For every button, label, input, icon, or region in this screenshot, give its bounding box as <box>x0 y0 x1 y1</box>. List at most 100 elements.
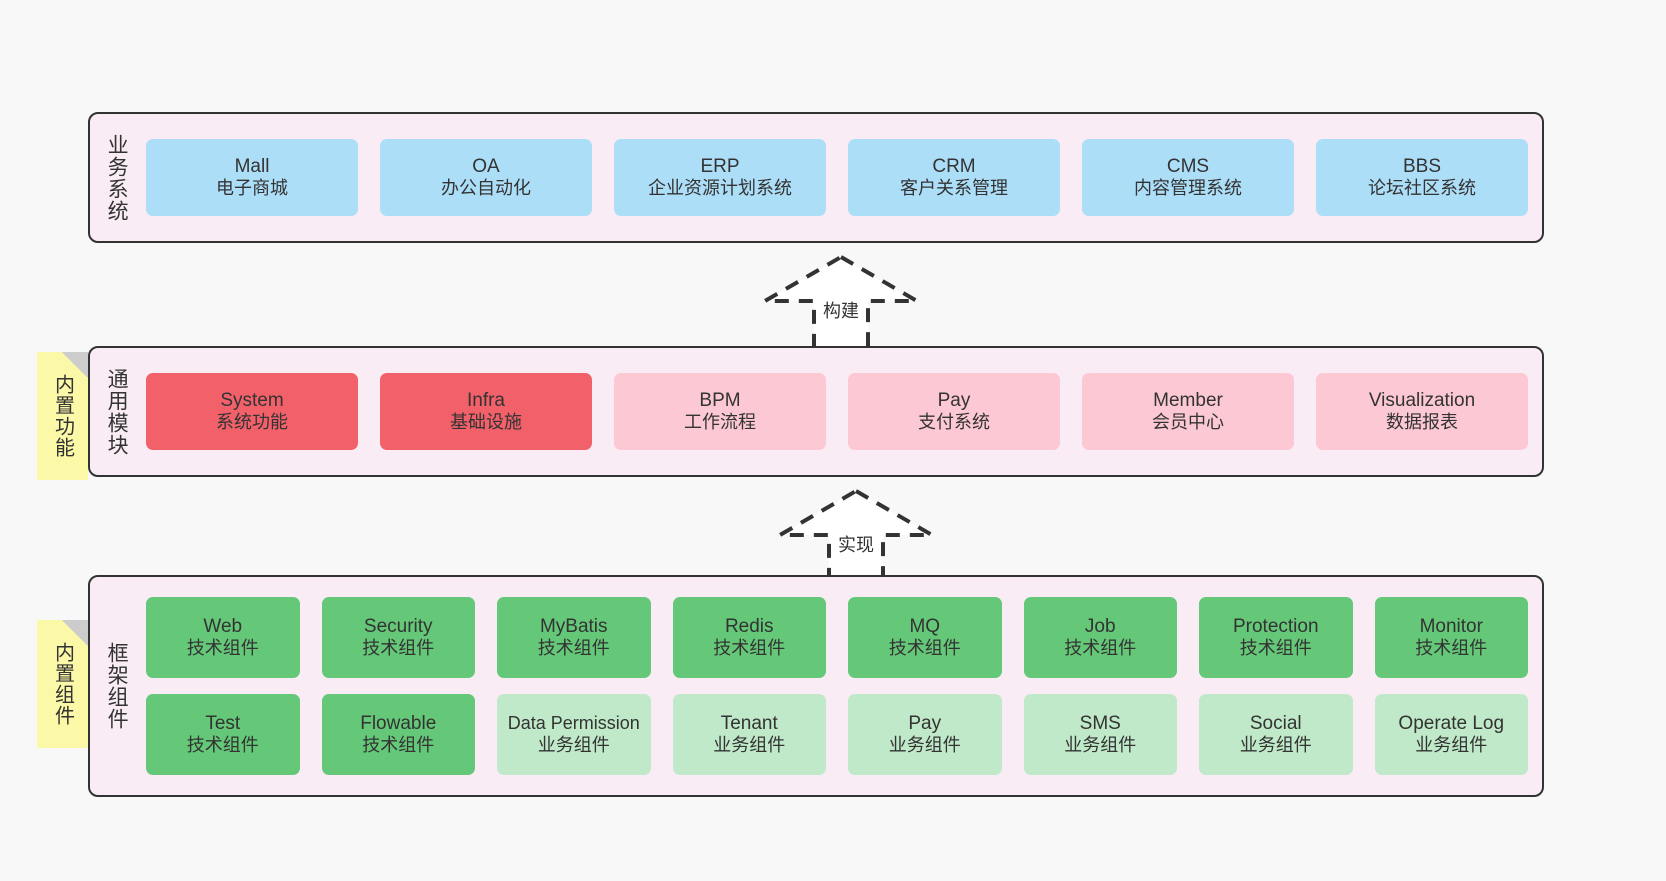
box-title: Pay <box>908 712 942 734</box>
component-box-job[interactable]: Job 技术组件 <box>1023 597 1177 678</box>
box-subtitle: 支付系统 <box>918 412 990 433</box>
box-subtitle: 技术组件 <box>362 638 435 659</box>
component-box-redis[interactable]: Redis 技术组件 <box>672 597 826 678</box>
box-subtitle: 系统功能 <box>216 412 288 433</box>
box-title: Infra <box>466 389 506 411</box>
module-box-system[interactable]: System 系统功能 <box>146 373 358 450</box>
box-subtitle: 内容管理系统 <box>1134 178 1242 199</box>
box-title: MyBatis <box>539 615 608 637</box>
box-subtitle: 技术组件 <box>1064 638 1137 659</box>
common-modules-row: System 系统功能 Infra 基础设施 BPM 工作流程 Pay 支付系统… <box>146 373 1528 450</box>
box-subtitle: 业务组件 <box>1239 735 1312 756</box>
module-box-infra[interactable]: Infra 基础设施 <box>380 373 592 450</box>
box-subtitle: 业务组件 <box>1064 735 1137 756</box>
box-title: CRM <box>932 155 976 177</box>
box-title: Test <box>205 712 241 734</box>
module-box-pay[interactable]: Pay 支付系统 <box>848 373 1060 450</box>
box-subtitle: 企业资源计划系统 <box>648 178 792 199</box>
box-title: Mall <box>234 155 270 177</box>
box-title: Pay <box>937 389 971 411</box>
box-subtitle: 技术组件 <box>1239 638 1312 659</box>
box-title: Member <box>1153 389 1223 411</box>
component-box-monitor[interactable]: Monitor 技术组件 <box>1374 597 1528 678</box>
dashed-generalization-arrow-icon <box>772 488 940 585</box>
component-box-protection[interactable]: Protection 技术组件 <box>1199 597 1353 678</box>
box-subtitle: 基础设施 <box>450 412 522 433</box>
box-subtitle: 业务组件 <box>1415 735 1488 756</box>
module-box-visualization[interactable]: Visualization 数据报表 <box>1316 373 1528 450</box>
box-subtitle: 业务组件 <box>888 735 961 756</box>
box-title: BPM <box>699 389 741 411</box>
box-title: CMS <box>1166 155 1210 177</box>
box-title: Job <box>1084 615 1116 637</box>
component-box-data-permission[interactable]: Data Permission 业务组件 <box>497 694 651 775</box>
component-box-flowable[interactable]: Flowable 技术组件 <box>321 694 475 775</box>
box-subtitle: 工作流程 <box>684 412 756 433</box>
box-title: MQ <box>909 615 941 637</box>
box-subtitle: 会员中心 <box>1152 412 1224 433</box>
sticky-note-builtin-component: 内置组件 <box>37 620 88 748</box>
box-subtitle: 技术组件 <box>1415 638 1488 659</box>
box-subtitle: 业务组件 <box>713 735 786 756</box>
box-title: Operate Log <box>1398 712 1505 734</box>
module-box-bpm[interactable]: BPM 工作流程 <box>614 373 826 450</box>
component-box-operate-log[interactable]: Operate Log 业务组件 <box>1374 694 1528 775</box>
module-box-member[interactable]: Member 会员中心 <box>1082 373 1294 450</box>
component-box-mq[interactable]: MQ 技术组件 <box>848 597 1002 678</box>
box-title: ERP <box>700 155 740 177</box>
box-title: Tenant <box>720 712 778 734</box>
box-subtitle: 数据报表 <box>1386 412 1458 433</box>
layer-body-business: Mall 电子商城 OA 办公自动化 ERP 企业资源计划系统 CRM 客户关系… <box>142 114 1542 241</box>
component-box-test[interactable]: Test 技术组件 <box>146 694 300 775</box>
component-box-security[interactable]: Security 技术组件 <box>321 597 475 678</box>
box-title: Security <box>363 615 433 637</box>
layer-body-common: System 系统功能 Infra 基础设施 BPM 工作流程 Pay 支付系统… <box>142 348 1542 475</box>
business-box-oa[interactable]: OA 办公自动化 <box>380 139 592 216</box>
box-subtitle: 业务组件 <box>537 734 610 755</box>
box-subtitle: 技术组件 <box>362 735 435 756</box>
box-title: Flowable <box>360 712 437 734</box>
box-subtitle: 技术组件 <box>537 638 610 659</box>
box-title: System <box>220 389 284 411</box>
box-subtitle: 技术组件 <box>713 638 786 659</box>
business-box-mall[interactable]: Mall 电子商城 <box>146 139 358 216</box>
box-title: SMS <box>1079 712 1121 734</box>
dashed-generalization-arrow-icon <box>757 254 925 351</box>
component-box-tenant[interactable]: Tenant 业务组件 <box>672 694 826 775</box>
box-subtitle: 技术组件 <box>888 638 961 659</box>
box-subtitle: 论坛社区系统 <box>1368 178 1476 199</box>
box-subtitle: 客户关系管理 <box>900 178 1008 199</box>
business-box-crm[interactable]: CRM 客户关系管理 <box>848 139 1060 216</box>
box-title: OA <box>472 155 500 177</box>
layer-framework-components: 框架组件 Web 技术组件 Security 技术组件 MyBatis 技术组件… <box>88 575 1544 797</box>
box-subtitle: 办公自动化 <box>441 178 531 199</box>
box-title: Social <box>1249 712 1302 734</box>
component-box-social[interactable]: Social 业务组件 <box>1199 694 1353 775</box>
layer-title-framework: 框架组件 <box>105 642 129 730</box>
component-box-pay[interactable]: Pay 业务组件 <box>848 694 1002 775</box>
business-box-cms[interactable]: CMS 内容管理系统 <box>1082 139 1294 216</box>
business-systems-row: Mall 电子商城 OA 办公自动化 ERP 企业资源计划系统 CRM 客户关系… <box>146 139 1528 216</box>
business-box-bbs[interactable]: BBS 论坛社区系统 <box>1316 139 1528 216</box>
business-box-erp[interactable]: ERP 企业资源计划系统 <box>614 139 826 216</box>
framework-components-row-1: Web 技术组件 Security 技术组件 MyBatis 技术组件 Redi… <box>146 597 1528 678</box>
box-title: Visualization <box>1368 389 1476 411</box>
box-subtitle: 技术组件 <box>186 735 259 756</box>
component-box-sms[interactable]: SMS 业务组件 <box>1023 694 1177 775</box>
box-title: Monitor <box>1419 615 1483 637</box>
component-box-web[interactable]: Web 技术组件 <box>146 597 300 678</box>
layer-body-framework: Web 技术组件 Security 技术组件 MyBatis 技术组件 Redi… <box>142 577 1542 795</box>
box-title: Redis <box>724 615 774 637</box>
box-subtitle: 电子商城 <box>216 178 288 199</box>
arrow-implement: 实现 <box>771 487 941 587</box>
arrow-build: 构建 <box>756 253 926 353</box>
layer-common-modules: 通用模块 System 系统功能 Infra 基础设施 BPM 工作流程 Pay… <box>88 346 1544 477</box>
layer-title-business: 业务系统 <box>105 133 129 222</box>
box-title: BBS <box>1402 155 1442 177</box>
framework-components-row-2: Test 技术组件 Flowable 技术组件 Data Permission … <box>146 694 1528 775</box>
layer-title-common: 通用模块 <box>105 367 129 456</box>
box-title: Web <box>203 615 243 637</box>
layer-business-systems: 业务系统 Mall 电子商城 OA 办公自动化 ERP 企业资源计划系统 CRM… <box>88 112 1544 243</box>
component-box-mybatis[interactable]: MyBatis 技术组件 <box>497 597 651 678</box>
